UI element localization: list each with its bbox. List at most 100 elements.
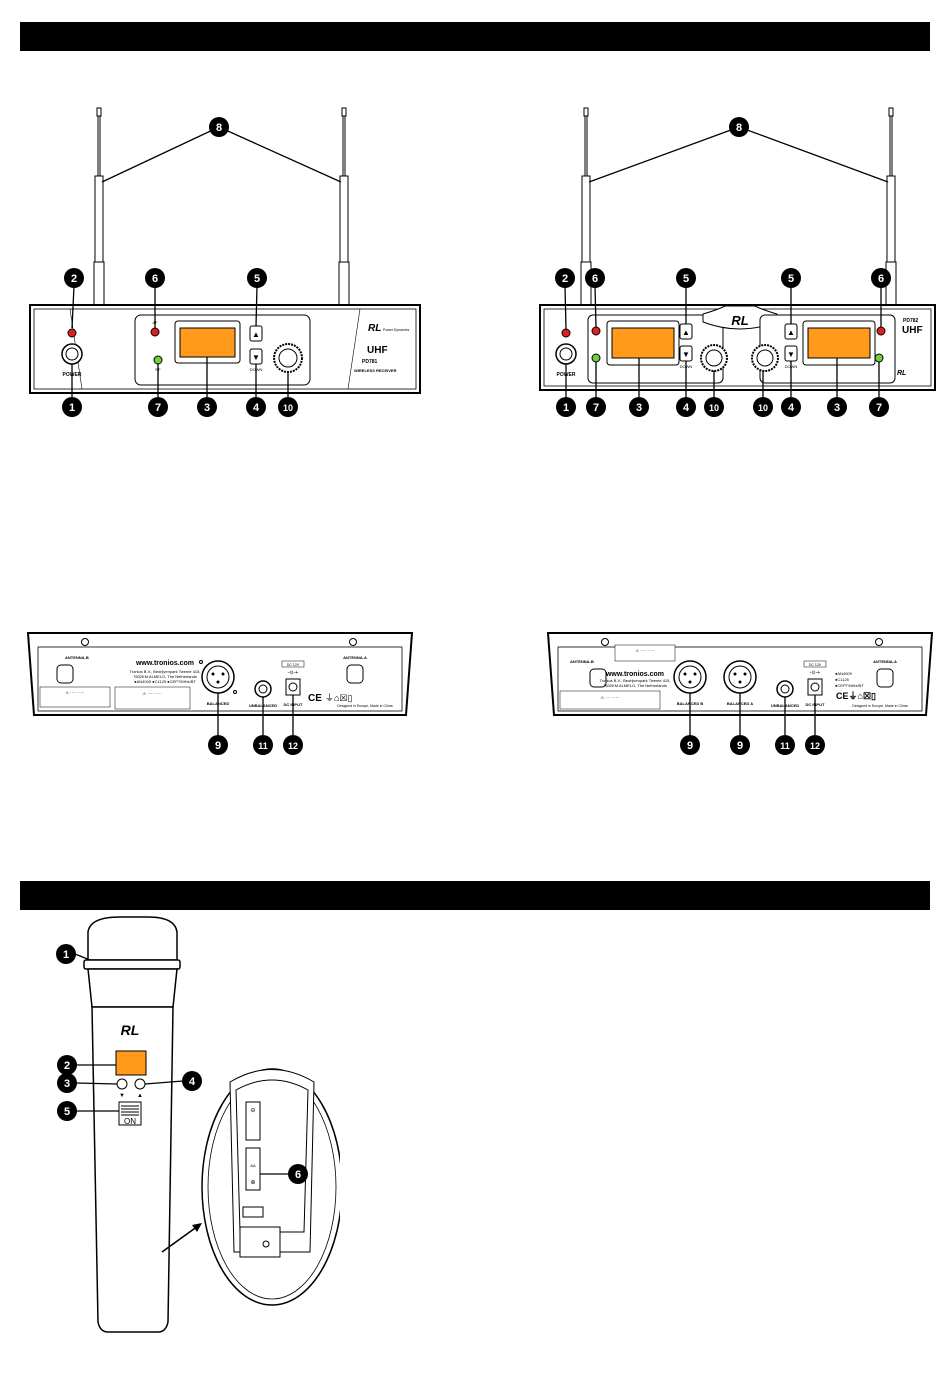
up-arrow-icon: ▲ bbox=[137, 1093, 143, 1099]
battery-slot-1 bbox=[245, 1101, 261, 1141]
mic-grille bbox=[87, 916, 178, 961]
callout-11: 11 bbox=[775, 735, 795, 755]
svg-text:●C1125: ●C1125 bbox=[835, 677, 850, 682]
svg-text:●CEPT/MHz/BT: ●CEPT/MHz/BT bbox=[835, 683, 864, 688]
down-arrow-icon: ▼ bbox=[119, 1093, 125, 1099]
callout-2: 2 bbox=[57, 1055, 77, 1075]
callout-6: 6 bbox=[871, 268, 891, 288]
callout-9: 9 bbox=[680, 735, 700, 755]
svg-text:6: 6 bbox=[878, 273, 884, 285]
callout-5: 5 bbox=[676, 268, 696, 288]
up-icon: ▲ bbox=[787, 328, 795, 337]
svg-text:7: 7 bbox=[593, 402, 599, 414]
antenna-a-connector bbox=[876, 668, 894, 688]
svg-text:4: 4 bbox=[189, 1076, 196, 1088]
svg-text:7: 7 bbox=[155, 402, 161, 414]
svg-text:5: 5 bbox=[254, 273, 260, 285]
lcd-display-b bbox=[807, 327, 871, 359]
callout-11: 11 bbox=[253, 735, 273, 755]
rf-led-a bbox=[591, 353, 601, 363]
svg-text:12: 12 bbox=[810, 741, 820, 751]
antenna-a-connector bbox=[346, 664, 364, 684]
callout-6: 6 bbox=[288, 1164, 308, 1184]
callout-3: 3 bbox=[197, 397, 217, 417]
svg-text:8: 8 bbox=[216, 122, 222, 134]
svg-text:⚠ ····· ·····: ⚠ ····· ····· bbox=[65, 690, 84, 695]
callout-4: 4 bbox=[182, 1071, 202, 1091]
lcd-display-a bbox=[611, 327, 675, 359]
svg-text:-⊙-+: -⊙-+ bbox=[810, 670, 821, 676]
callout-4: 4 bbox=[781, 397, 801, 417]
down-icon: ▼ bbox=[252, 353, 260, 362]
svg-text:1: 1 bbox=[63, 949, 69, 961]
svg-text:ANTENNA-A: ANTENNA-A bbox=[343, 655, 367, 660]
down-icon: ▼ bbox=[787, 350, 795, 359]
mic-up-button[interactable] bbox=[134, 1078, 146, 1090]
lcd-display bbox=[179, 327, 236, 358]
callout-2: 2 bbox=[555, 268, 575, 288]
svg-text:3: 3 bbox=[64, 1078, 70, 1090]
callout-1: 1 bbox=[56, 944, 76, 964]
svg-text:⚠ ····· ·····: ⚠ ····· ····· bbox=[600, 695, 619, 700]
callout-9: 9 bbox=[730, 735, 750, 755]
svg-text:1: 1 bbox=[563, 402, 569, 414]
rf-led-b bbox=[874, 353, 884, 363]
svg-text:4: 4 bbox=[253, 402, 260, 414]
af-led bbox=[150, 327, 160, 337]
svg-text:5: 5 bbox=[788, 273, 794, 285]
af-led-a bbox=[591, 326, 601, 336]
power-led bbox=[67, 328, 77, 338]
antenna-b-connector bbox=[589, 668, 607, 688]
svg-text:PD782: PD782 bbox=[903, 318, 919, 324]
mic-body bbox=[91, 1006, 174, 1333]
svg-text:6: 6 bbox=[152, 273, 158, 285]
mic-display bbox=[115, 1050, 147, 1076]
svg-text:UHF: UHF bbox=[902, 325, 923, 336]
callout-8: 8 bbox=[209, 117, 229, 137]
svg-text:11: 11 bbox=[780, 741, 790, 751]
svg-text:10: 10 bbox=[758, 403, 768, 413]
callout-7: 7 bbox=[586, 397, 606, 417]
svg-text:WIRELESS RECEIVER: WIRELESS RECEIVER bbox=[354, 368, 397, 373]
receiver-single-rear: ANTENNA-B ⚠ ····· ····· www.tronios.com … bbox=[20, 625, 420, 760]
svg-text:AA: AA bbox=[250, 1163, 256, 1168]
section-header-bar-receiver bbox=[20, 22, 930, 51]
svg-text:2: 2 bbox=[71, 273, 77, 285]
svg-text:ANTENNA-B: ANTENNA-B bbox=[570, 659, 594, 664]
svg-text:5: 5 bbox=[683, 273, 689, 285]
svg-text:-⊙-+: -⊙-+ bbox=[288, 670, 299, 676]
svg-text:Tronios B.V., Bedrijvenpark Tw: Tronios B.V., Bedrijvenpark Twente 415, bbox=[129, 669, 200, 674]
mic-down-button[interactable] bbox=[116, 1078, 128, 1090]
svg-text:⚠ ····· ·····: ⚠ ····· ····· bbox=[635, 648, 654, 653]
callout-10: 10 bbox=[753, 397, 773, 417]
svg-text:9: 9 bbox=[215, 740, 221, 752]
callout-10: 10 bbox=[704, 397, 724, 417]
up-icon: ▲ bbox=[252, 330, 260, 339]
svg-text:12: 12 bbox=[288, 741, 298, 751]
callout-2: 2 bbox=[64, 268, 84, 288]
callout-10: 10 bbox=[278, 397, 298, 417]
svg-text:4: 4 bbox=[788, 402, 795, 414]
callout-7: 7 bbox=[869, 397, 889, 417]
mic-power-switch[interactable] bbox=[118, 1101, 142, 1126]
svg-text:www.tronios.com: www.tronios.com bbox=[135, 660, 194, 667]
svg-text:2: 2 bbox=[562, 273, 568, 285]
callout-3: 3 bbox=[827, 397, 847, 417]
svg-text:4: 4 bbox=[683, 402, 690, 414]
svg-text:3: 3 bbox=[834, 402, 840, 414]
svg-text:2: 2 bbox=[64, 1060, 70, 1072]
antenna-b-connector bbox=[56, 664, 74, 684]
svg-text:Designed in Europe, Made in Ch: Designed in Europe, Made in China bbox=[852, 704, 907, 708]
callout-6: 6 bbox=[585, 268, 605, 288]
svg-text:Designed in Europe, Made in Ch: Designed in Europe, Made in China bbox=[337, 704, 392, 708]
recycle-icons: ⏚⌂☒▯ bbox=[325, 693, 353, 703]
svg-text:6: 6 bbox=[295, 1169, 301, 1181]
svg-text:RL: RL bbox=[897, 370, 906, 377]
svg-text:7602KM ALMELO, The Netherlands: 7602KM ALMELO, The Netherlands bbox=[603, 683, 667, 688]
callout-5: 5 bbox=[57, 1101, 77, 1121]
callout-1: 1 bbox=[556, 397, 576, 417]
callout-9: 9 bbox=[208, 735, 228, 755]
svg-text:PD781: PD781 bbox=[362, 359, 378, 365]
svg-text:9: 9 bbox=[687, 740, 693, 752]
svg-text:7: 7 bbox=[876, 402, 882, 414]
